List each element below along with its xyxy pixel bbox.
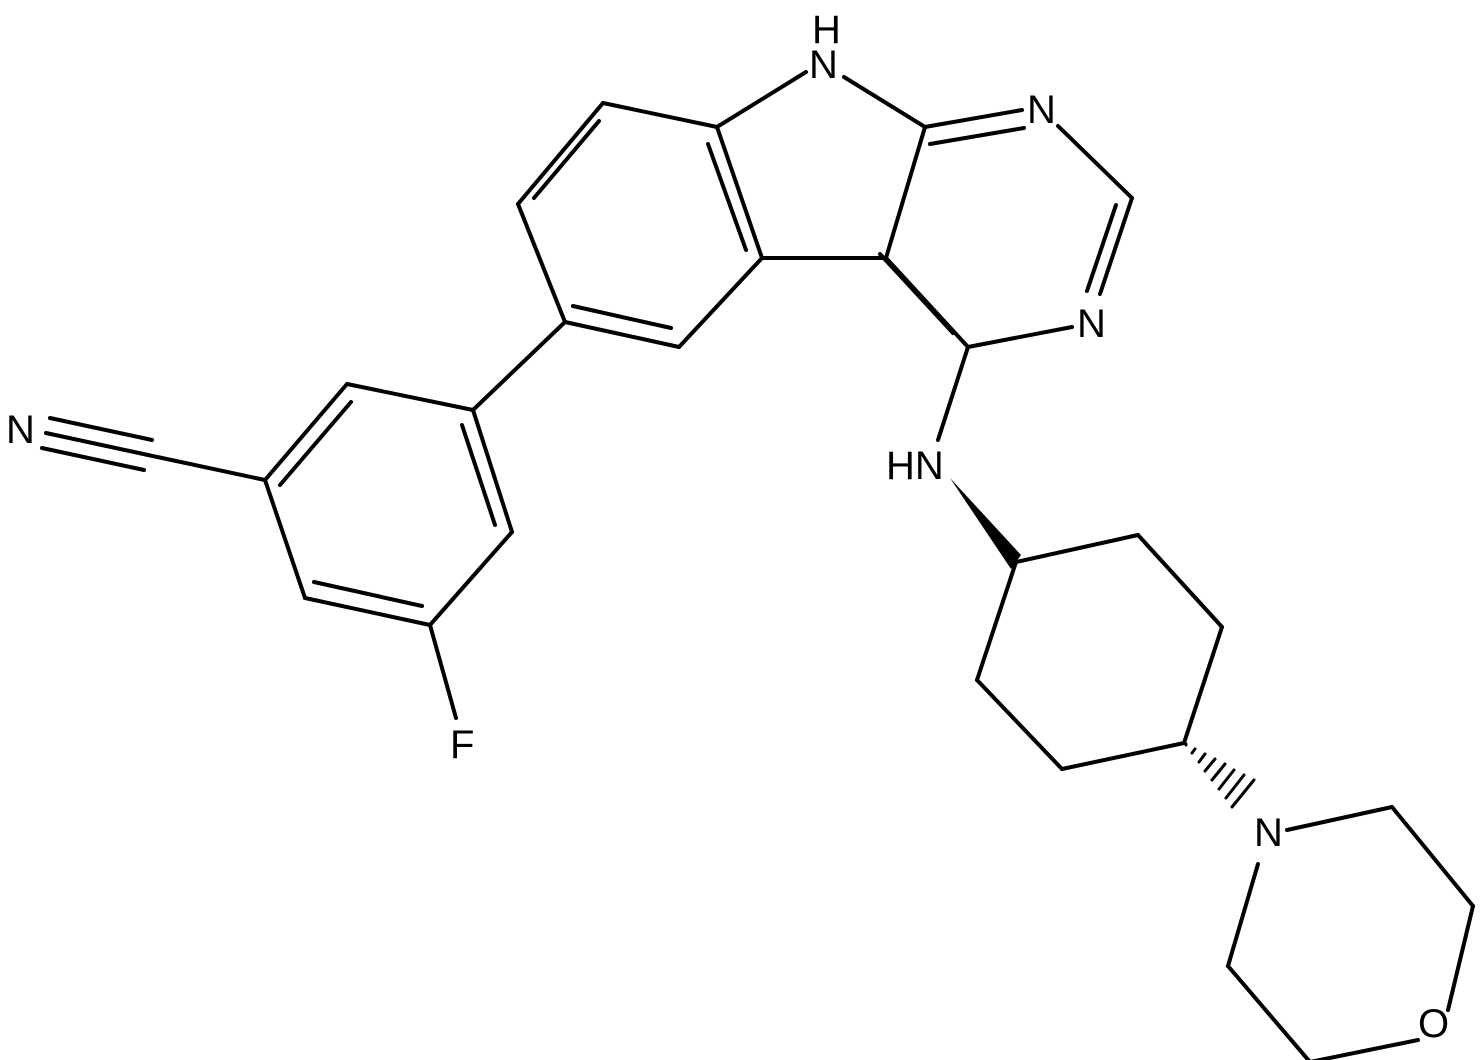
bond-mo-o-c3 [1309,1038,1420,1060]
bond-c2-n3 [1098,196,1134,296]
bond-mo-c4-n [1226,862,1260,968]
bond-c4-c4b-inner [878,252,955,335]
wedge-bond-amine-cyclohexyl [950,478,1021,569]
bond-nh-c8a [842,75,927,129]
atom-label-pyrimidine-n1: N [1027,88,1056,132]
bond-cy-3 [1182,625,1224,745]
bond-cy-2 [1136,533,1224,629]
bond-c7a-nh [715,70,808,129]
atom-label-indole-h: H [812,8,841,52]
bond-benz-fusion-inner [706,142,748,252]
bond-c8a-n1-inner [928,126,1026,146]
bond-benz-upper-left-inner [532,119,601,200]
atom-label-amine-hn: HN [886,444,944,488]
bond-c-cn [146,453,267,482]
atom-labels: H N N N HN N F N O [6,8,1449,1046]
atom-label-indole-n: N [809,43,838,87]
bond-cy-6 [975,560,1018,682]
bond-c-f [428,623,458,720]
bond-cn-triple-lower [40,446,146,472]
atom-label-nitrile-n: N [6,408,35,452]
bond-cn-triple-upper [48,416,154,442]
bond-benz-top [601,101,719,129]
bond-ar-upper-left-inner [278,400,353,487]
atom-label-pyrimidine-n3: N [1077,302,1106,346]
bond-cy-1 [1014,533,1140,564]
bond-n3-c4 [966,325,1074,349]
bond-ar-right [471,408,514,534]
bond-mo-n-c1 [1285,805,1394,832]
bond-cy-4 [1060,741,1186,771]
hash-7 [1224,773,1246,800]
hash-3 [1197,752,1207,764]
atom-label-morpholine-o: O [1418,1002,1449,1046]
bond-mo-c1-c2 [1390,805,1475,908]
bond-ar-top [345,382,475,412]
bond-cy-5 [975,678,1064,771]
bond-benz-fusion [715,125,764,260]
bond-ar-left [263,478,307,600]
bonds [40,70,1475,1060]
bond-ar-lower-right [428,530,514,627]
atom-label-morpholine-n: N [1254,811,1283,855]
bond-mo-c3-c4 [1226,964,1311,1060]
bond-c4b-c8a [884,125,927,260]
atom-label-fluorine: F [450,723,474,767]
bond-biaryl [471,320,567,412]
hash-2 [1190,747,1197,755]
bond-ar-upper-left [263,382,349,482]
bond-c8a-n1 [923,108,1024,129]
bond-benz-bottom [563,320,681,349]
hash-8 [1230,778,1256,809]
hash-5 [1210,762,1227,782]
bond-benz-upper-left [516,101,605,206]
hash-4 [1203,757,1217,773]
bond-ar-bottom [303,596,432,627]
bond-benz-left [516,202,567,324]
bond-ar-right-inner [460,423,497,527]
bond-benz-lower-right [677,256,764,349]
bond-mo-c2-o [1446,904,1475,1012]
bond-cn-triple-center [44,431,150,457]
bond-n1-c2 [1056,124,1134,200]
bond-c2-n3-inner [1085,203,1118,293]
hash-6 [1217,768,1236,791]
bond-ar-bottom-inner [312,580,424,608]
hashed-bond-cyclohexyl-morpholine [1184,742,1256,809]
bond-benz-bottom-inner [571,304,673,330]
bond-c4-amine [936,345,970,442]
